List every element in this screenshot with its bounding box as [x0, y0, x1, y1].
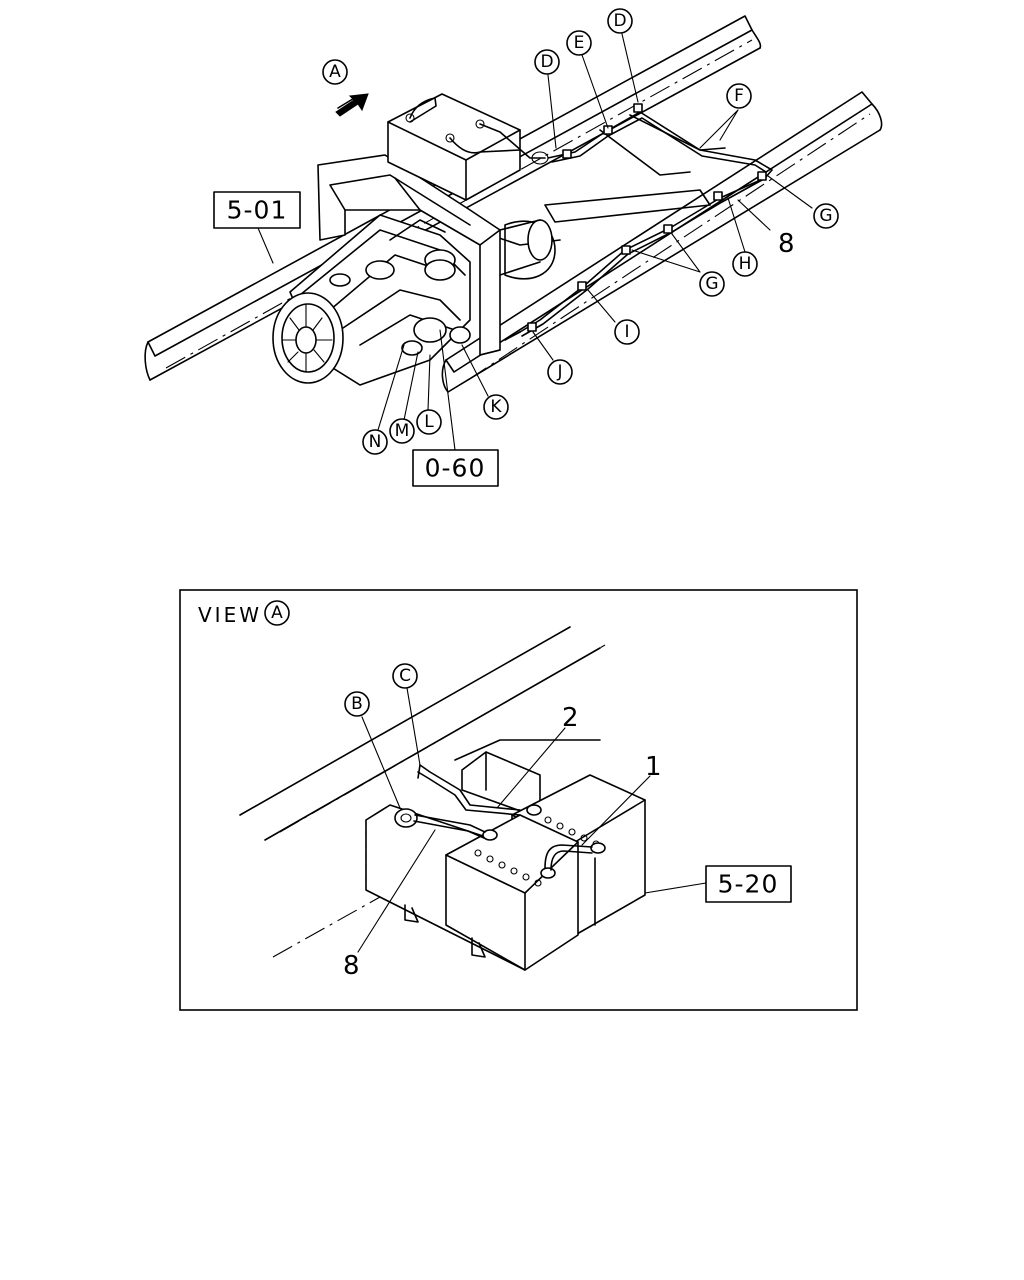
- svg-text:N: N: [369, 432, 382, 452]
- view-a-leader-lines: [357, 687, 707, 953]
- callout-j: J: [547, 359, 573, 385]
- callout-f: F: [726, 83, 752, 109]
- svg-text:D: D: [540, 52, 553, 72]
- view-a-title-marker: A: [264, 600, 290, 626]
- svg-text:G: G: [819, 206, 832, 226]
- svg-text:G: G: [705, 274, 718, 294]
- callout-m: M: [389, 418, 415, 444]
- svg-text:K: K: [490, 397, 502, 417]
- svg-text:B: B: [351, 694, 363, 714]
- view-a-arrow: A: [322, 59, 369, 117]
- part-number-2: 2: [562, 703, 579, 733]
- callout-c: C: [392, 663, 418, 689]
- view-a-cables: [394, 764, 593, 871]
- callout-g2: G: [699, 271, 725, 297]
- callout-b: B: [344, 691, 370, 717]
- part-number-8-view-a: 8: [343, 951, 360, 981]
- view-a-panel: VIEW A: [179, 589, 858, 1011]
- svg-text:A: A: [271, 603, 283, 623]
- svg-text:H: H: [739, 254, 752, 274]
- svg-text:J: J: [556, 362, 562, 382]
- callout-d1: D: [534, 49, 560, 75]
- callout-g1: G: [813, 203, 839, 229]
- svg-text:I: I: [624, 322, 629, 342]
- battery-cables-top: [409, 97, 549, 165]
- battery-box: [387, 93, 521, 201]
- svg-text:M: M: [395, 421, 410, 441]
- view-a-title: VIEW: [198, 603, 262, 627]
- front-crossmember: [317, 154, 501, 356]
- callout-l: L: [416, 409, 442, 435]
- callout-n: N: [362, 429, 388, 455]
- ref-frame-label: 5-01: [227, 196, 288, 225]
- part-number-1: 1: [645, 752, 662, 782]
- svg-text:D: D: [613, 11, 626, 31]
- svg-text:E: E: [574, 33, 585, 53]
- ref-engine-label: 0-60: [425, 454, 486, 483]
- callout-i: I: [614, 319, 640, 345]
- view-arrow-label: A: [329, 62, 341, 82]
- view-a-battery-assembly: [365, 751, 646, 971]
- ref-battery-label: 5-20: [718, 870, 779, 899]
- battery-cell-caps: [474, 816, 600, 887]
- callout-h: H: [732, 251, 758, 277]
- ref-box-engine: 0-60: [412, 449, 499, 487]
- view-a-frame: [179, 589, 858, 1011]
- ref-box-battery: 5-20: [705, 865, 792, 903]
- main-battery-cable: [504, 103, 773, 341]
- view-a-frame-rail: [239, 626, 606, 958]
- svg-text:L: L: [424, 412, 434, 432]
- ref-box-frame: 5-01: [213, 191, 301, 229]
- callout-e: E: [566, 30, 592, 56]
- part-number-8-top: 8: [778, 229, 795, 259]
- engine-transmission: [272, 214, 556, 386]
- svg-text:C: C: [399, 666, 411, 686]
- callout-k: K: [483, 394, 509, 420]
- callout-d2: D: [607, 8, 633, 34]
- chassis-drawing: A 5-01 0-60 8 D E D F G H G I J K L M N: [144, 8, 883, 487]
- top-leader-lines: [257, 33, 813, 451]
- svg-text:F: F: [734, 86, 744, 106]
